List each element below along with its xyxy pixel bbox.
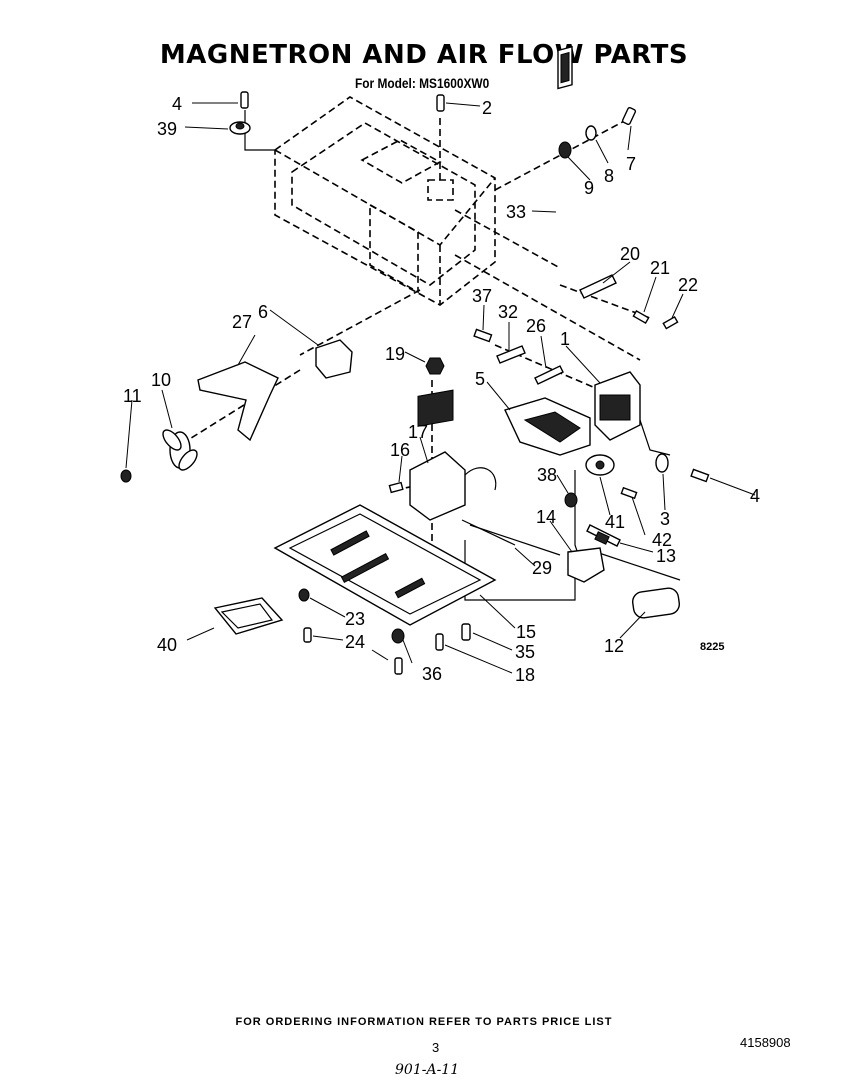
handwritten-note: 901-A-11 (395, 1062, 460, 1078)
callout-14: 14 (536, 507, 556, 527)
bracket-part-14 (567, 547, 605, 583)
base-plate-part-15 (273, 504, 497, 626)
callout-22: 22 (678, 275, 698, 295)
grommet-part-39 (229, 121, 251, 135)
screw-part-18 (435, 633, 444, 651)
callout-7: 7 (626, 154, 636, 174)
callout-23: 23 (345, 609, 365, 629)
ordering-footer: FOR ORDERING INFORMATION REFER TO PARTS … (235, 1016, 613, 1028)
callout-40: 40 (157, 635, 177, 655)
model-subtitle: For Model: MS1600XW0 (355, 75, 490, 91)
screw-part-4-top (240, 91, 249, 109)
fan-bracket-part-27 (197, 361, 279, 442)
part-37 (564, 492, 578, 508)
callout-1: 1 (560, 329, 570, 349)
callout-36: 37 (472, 286, 492, 306)
washer-part-8 (585, 125, 597, 141)
page-number: 3 (432, 1040, 440, 1055)
callout-29: 29 (532, 558, 552, 578)
part-6 (315, 339, 353, 379)
callout-17: 17 (408, 422, 428, 442)
screw-part-42 (620, 486, 638, 500)
callout-20: 20 (620, 244, 640, 264)
fan-blade-part-10 (162, 429, 198, 471)
figure-code: 8225 (700, 641, 724, 653)
callout-leaders (125, 102, 756, 674)
callout-12: 12 (604, 636, 624, 656)
callout-26: 26 (526, 316, 546, 336)
callout-33: 33 (506, 202, 526, 222)
callout-2: 2 (482, 98, 492, 118)
screw-part-24 (303, 627, 312, 643)
nut-part-11 (120, 469, 132, 483)
callout-37: 38 (537, 465, 557, 485)
callout-9: 9 (584, 178, 594, 198)
callout-38: 36 (422, 664, 442, 684)
thermostat-part-41 (585, 454, 615, 476)
callout-labels: 4 39 2 7 8 9 33 20 21 22 37 32 26 1 5 4 … (123, 94, 760, 685)
callout-3: 3 (660, 509, 670, 529)
part-23 (298, 588, 310, 602)
callout-21: 21 (650, 258, 670, 278)
cabinet-outline (274, 96, 496, 306)
callout-32: 32 (498, 302, 518, 322)
capacitor-part-12 (632, 587, 680, 619)
callout-10: 10 (151, 370, 171, 390)
page-title: MAGNETRON AND AIR FLOW PARTS (159, 40, 689, 70)
callout-18: 18 (515, 665, 535, 685)
callout-27: 27 (232, 312, 252, 332)
callout-4: 4 (172, 94, 182, 114)
screw-part-4-right (690, 468, 710, 483)
thermal-cutout-part-3 (655, 453, 669, 473)
callout-11: 11 (123, 386, 142, 406)
document-number: 4158908 (740, 1035, 791, 1050)
part-21 (632, 309, 650, 325)
grille-part-40 (213, 597, 284, 635)
callout-19: 19 (385, 344, 405, 364)
nut-part-19 (425, 357, 445, 375)
screw-part-16 (388, 481, 404, 494)
screw-part-7 (621, 107, 637, 125)
screw-part-35 (461, 623, 471, 641)
callout-5: 5 (475, 369, 485, 389)
callout-8: 8 (604, 166, 614, 186)
part-32 (496, 345, 526, 364)
callout-4-right: 4 (750, 486, 760, 506)
duct-part-5 (504, 397, 591, 456)
magnetron-part-1 (594, 371, 641, 441)
screw-part-22 (662, 315, 679, 330)
callout-13: 13 (656, 546, 676, 566)
diode-part-13 (586, 524, 621, 547)
callout-42: 42 (652, 530, 672, 550)
callout-35: 35 (515, 642, 535, 662)
callout-39: 39 (157, 119, 177, 139)
washer-part-9 (558, 141, 572, 159)
bracket-part-33 (557, 45, 573, 90)
callout-16: 16 (390, 440, 410, 460)
part-26 (534, 365, 564, 385)
transformer-part-17 (409, 389, 497, 521)
switch-part-20 (579, 274, 617, 299)
screw-part-38 (391, 628, 405, 675)
callout-6: 6 (258, 302, 268, 322)
part-36 (473, 328, 493, 343)
callout-41: 41 (605, 512, 625, 532)
callout-24: 24 (345, 632, 365, 652)
part-29 (461, 519, 516, 546)
callout-15: 15 (516, 622, 536, 642)
screw-part-2 (436, 94, 445, 112)
